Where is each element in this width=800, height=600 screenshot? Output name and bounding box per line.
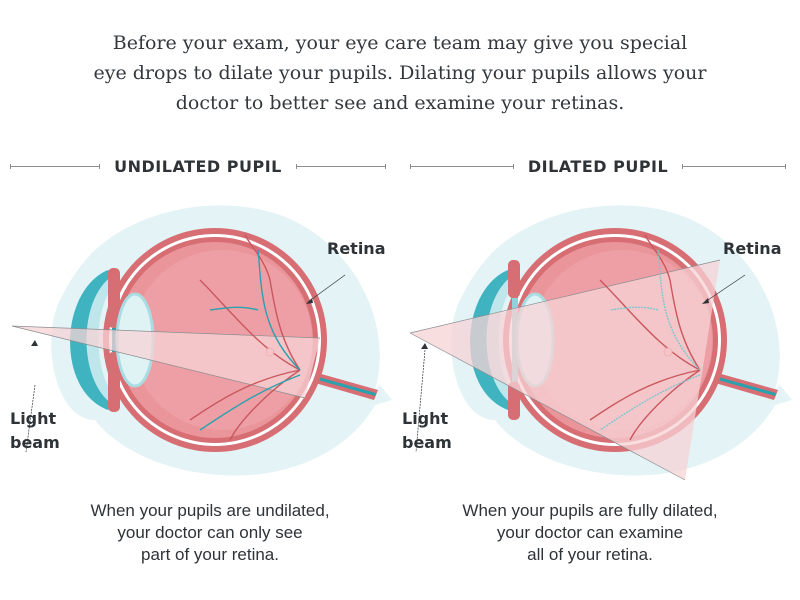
light-beam-label-line2: beam [10,433,60,452]
caption-line: part of your retina. [141,545,279,564]
undilated-panel: UNDILATED PUPIL [0,150,400,590]
dilated-caption: When your pupils are fully dilated, your… [400,500,780,566]
macula [265,347,275,357]
dilated-heading-row: DILATED PUPIL [410,154,787,178]
retina-label: Retina [327,239,386,258]
cornea [470,270,518,410]
undilated-heading-row: UNDILATED PUPIL [10,154,387,178]
caption-line: all of your retina. [527,545,653,564]
caption-line: your doctor can examine [496,523,684,542]
macula [663,347,673,357]
divider-line [10,163,101,169]
caption-line: When your pupils are fully dilated, [462,501,718,520]
light-beam-label-line1: Light [402,409,449,428]
iris [508,260,520,298]
dilated-heading: DILATED PUPIL [527,156,669,176]
undilated-caption: When your pupils are undilated, your doc… [20,500,400,566]
blood-vessels [189,234,301,441]
light-beam-label-line1: Light [10,409,57,428]
cornea [70,270,118,410]
caption-line: When your pupils are undilated, [90,501,330,520]
retina-label: Retina [723,239,782,258]
dilated-panel: DILATED PUPIL [400,150,800,590]
light-beam [12,326,320,398]
divider-line [295,163,387,169]
divider-line [410,163,514,169]
intro-line-2: eye drops to dilate your pupils. Dilatin… [93,62,707,84]
light-beam-label-line2: beam [402,433,452,452]
intro-text: Before your exam, your eye care team may… [60,28,740,118]
dilated-eye-illustration [409,205,792,481]
undilated-eye-illustration [11,205,392,476]
iris [108,268,120,328]
intro-line-1: Before your exam, your eye care team may… [112,32,688,54]
blood-vessels [589,234,701,441]
intro-line-3: doctor to better see and examine your re… [175,92,625,114]
undilated-heading: UNDILATED PUPIL [114,156,282,176]
caption-line: your doctor can only see [117,523,303,542]
divider-line [682,163,787,169]
